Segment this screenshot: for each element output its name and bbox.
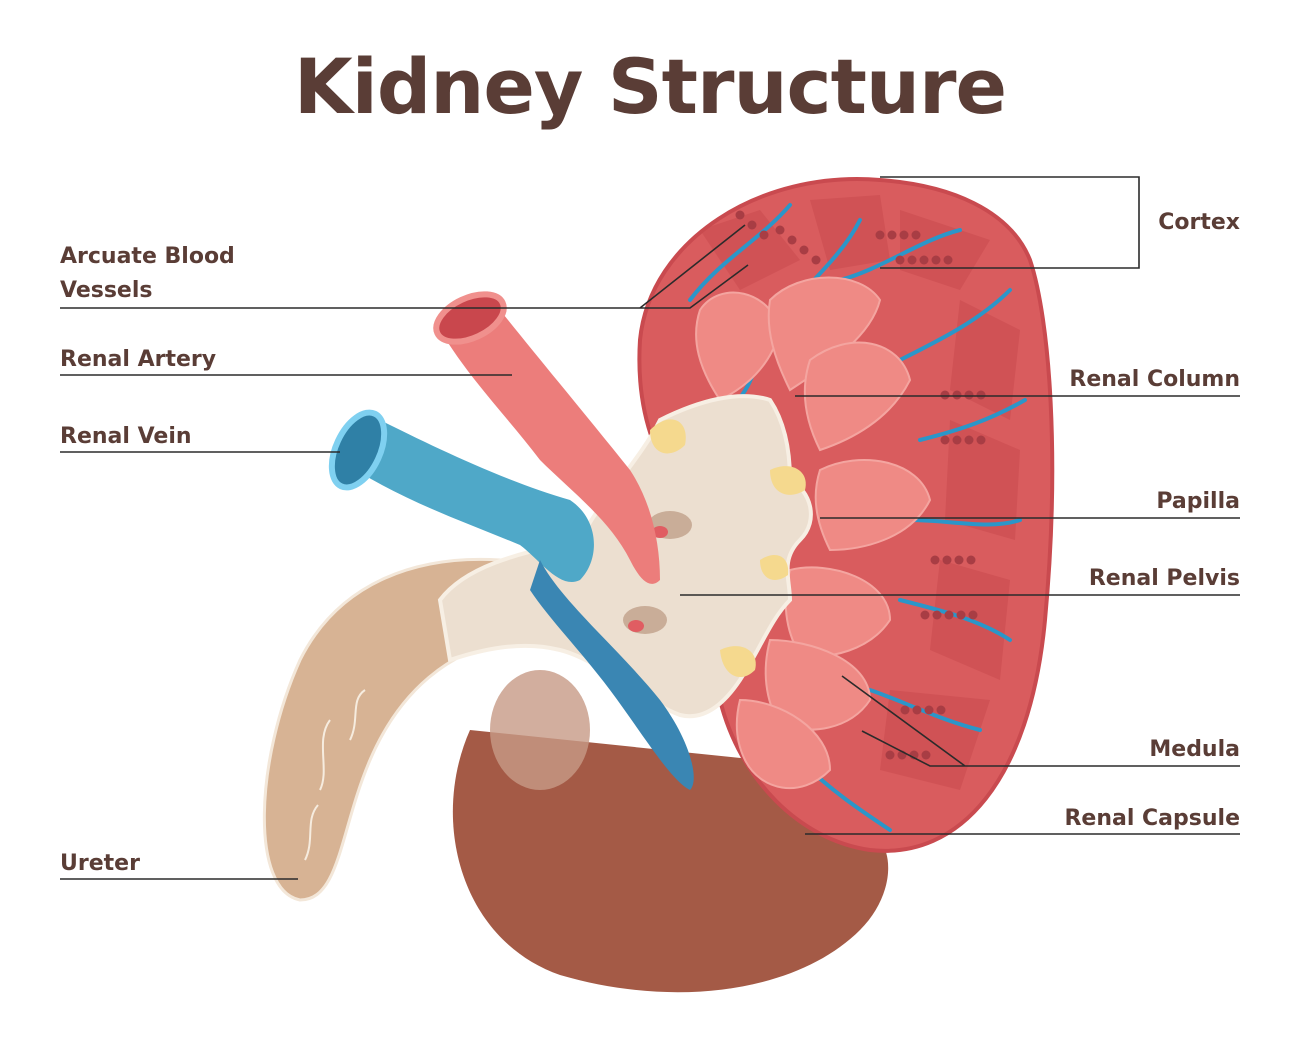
cortex-dot (811, 255, 821, 265)
label-ureter: Ureter (60, 851, 140, 876)
cortex-dot (940, 435, 950, 445)
cortex-dot (907, 255, 917, 265)
cortex-dot (944, 610, 954, 620)
cortex-dot (952, 390, 962, 400)
label-renal-column: Renal Column (1069, 367, 1240, 392)
ureter-vein-line-2 (349, 689, 366, 741)
renal-artery-tube (440, 302, 660, 584)
ureter-vein-line-3 (304, 804, 319, 861)
cortex-dot (964, 390, 974, 400)
cortex-dot (954, 555, 964, 565)
cortex-dot (976, 390, 986, 400)
cortex-dot (799, 245, 809, 255)
leader-cortex (880, 176, 1140, 269)
renal-vein-opening (328, 409, 388, 491)
calyx-2 (623, 606, 667, 634)
cortex-dot (887, 230, 897, 240)
cortex-dot-marks (735, 210, 986, 760)
cortex-dot (924, 705, 934, 715)
cortex-dot (885, 750, 895, 760)
cortex-dot (930, 555, 940, 565)
cortex-dot (912, 705, 922, 715)
leader-arcuate (60, 224, 749, 309)
label-arcuate-line1: Arcuate Blood (60, 244, 235, 269)
cortex-dot (943, 255, 953, 265)
cortex-dot (952, 435, 962, 445)
leader-medula (841, 675, 1240, 767)
cortex-dot (775, 225, 785, 235)
cortex-dot (966, 555, 976, 565)
label-papilla: Papilla (1156, 489, 1240, 514)
cortex-dot (759, 230, 769, 240)
cortex-dot (976, 435, 986, 445)
renal-vein-branch (530, 560, 694, 790)
cortex-dot (956, 610, 966, 620)
capsule-highlight (490, 670, 590, 790)
cortex-dot (940, 390, 950, 400)
cortex-dot (735, 210, 745, 220)
label-medula: Medula (1149, 737, 1240, 762)
cortex-dot (968, 610, 978, 620)
label-arcuate-line2: Vessels (60, 278, 153, 303)
leader-lines (60, 176, 1240, 880)
cortex-dot (942, 555, 952, 565)
cortex-dot (920, 610, 930, 620)
cortex-dot (787, 235, 797, 245)
ureter-vein-line-1 (319, 719, 331, 791)
cortex-dot (899, 230, 909, 240)
label-renal-capsule: Renal Capsule (1064, 806, 1240, 831)
cortex-dot (932, 610, 942, 620)
cortex-dot (895, 255, 905, 265)
cortex-dot (875, 230, 885, 240)
medullary-pyramids (695, 276, 932, 789)
cortex-dot (921, 750, 931, 760)
cortex-dot (900, 705, 910, 715)
cortex-dot (931, 255, 941, 265)
cortex-dot (747, 220, 757, 230)
label-renal-vein: Renal Vein (60, 424, 192, 449)
label-arcuate-blood-vessels: Arcuate Blood Vessels (60, 240, 235, 308)
calyx-dot-2 (628, 620, 644, 632)
label-renal-artery: Renal Artery (60, 347, 217, 372)
renal-fat (650, 419, 806, 678)
label-cortex: Cortex (1158, 210, 1240, 235)
cortex-dot (964, 435, 974, 445)
cortex-dot (936, 705, 946, 715)
cortex-dot (919, 255, 929, 265)
cortex-dot (911, 230, 921, 240)
diagram-title: Kidney Structure (293, 42, 1007, 131)
calyx-dot-1 (652, 526, 668, 538)
label-renal-pelvis: Renal Pelvis (1088, 566, 1240, 591)
renal-vein-tube (337, 415, 594, 582)
renal-artery-opening (433, 291, 507, 345)
